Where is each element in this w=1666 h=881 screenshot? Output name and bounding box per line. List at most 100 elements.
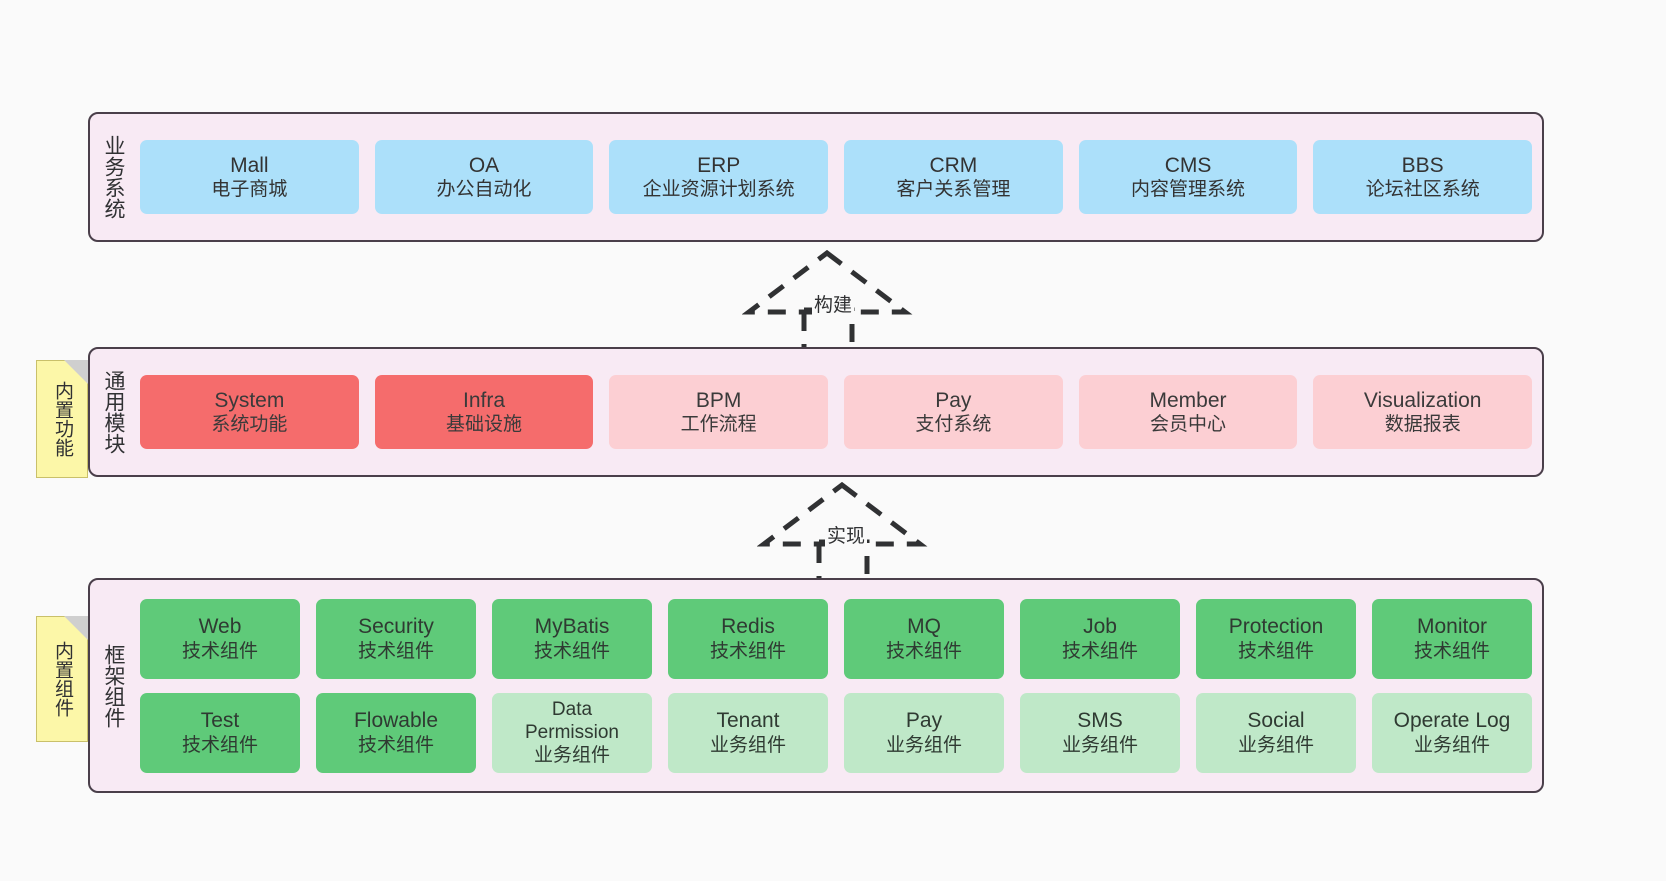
connector-implement-arrow (757, 482, 928, 582)
layer-body-common: System 系统功能 Infra 基础设施 BPM 工作流程 Pay 支付系统… (130, 357, 1533, 467)
generalization-triangle-icon (742, 250, 913, 315)
card-title: CMS (1164, 153, 1212, 177)
layer-title-common: 通用模块 (101, 370, 125, 454)
card-subtitle: 系统功能 (211, 414, 288, 436)
card-subtitle: 业务组件 (1237, 734, 1314, 756)
card-flowable[interactable]: Flowable 技术组件 (316, 692, 476, 773)
card-operate-log[interactable]: Operate Log 业务组件 (1372, 692, 1532, 773)
card-job[interactable]: Job 技术组件 (1020, 598, 1180, 679)
card-subtitle: 技术组件 (1061, 640, 1138, 662)
card-subtitle: 数据报表 (1384, 414, 1461, 436)
note-builtin-components[interactable]: 内置组件 (36, 616, 88, 742)
card-subtitle: 技术组件 (1413, 640, 1490, 662)
card-crm[interactable]: CRM 客户关系管理 (844, 140, 1063, 214)
card-pay-business[interactable]: Pay 业务组件 (844, 692, 1004, 773)
card-title: Data (551, 698, 593, 720)
card-subtitle: 技术组件 (357, 734, 434, 756)
card-tenant[interactable]: Tenant 业务组件 (668, 692, 828, 773)
card-pay[interactable]: Pay 支付系统 (844, 375, 1063, 449)
card-row: Mall 电子商城 OA 办公自动化 ERP 企业资源计划系统 CRM 客户关系… (140, 140, 1533, 214)
card-subtitle: 基础设施 (446, 414, 523, 436)
card-title: Monitor (1416, 615, 1488, 639)
card-title: System (214, 388, 285, 412)
card-infra[interactable]: Infra 基础设施 (374, 375, 594, 449)
card-title: Social (1247, 709, 1305, 733)
card-mybatis[interactable]: MyBatis 技术组件 (492, 598, 652, 679)
card-subtitle: 电子商城 (211, 179, 288, 201)
connector-shaft (816, 539, 870, 582)
card-subtitle: 业务组件 (885, 734, 962, 756)
card-subtitle: 业务组件 (709, 734, 786, 756)
layer-common-modules[interactable]: 通用模块 System 系统功能 Infra 基础设施 BPM 工作流程 Pay… (88, 347, 1544, 477)
connector-build-label: 构建 (812, 290, 855, 317)
card-row: System 系统功能 Infra 基础设施 BPM 工作流程 Pay 支付系统… (140, 375, 1533, 449)
layer-body-business: Mall 电子商城 OA 办公自动化 ERP 企业资源计划系统 CRM 客户关系… (130, 122, 1533, 232)
card-bbs[interactable]: BBS 论坛社区系统 (1313, 140, 1533, 214)
card-test[interactable]: Test 技术组件 (140, 692, 300, 773)
card-mq[interactable]: MQ 技术组件 (844, 598, 1004, 679)
card-title: Operate Log (1393, 709, 1511, 733)
card-title: OA (468, 153, 500, 177)
layer-title-business: 业务系统 (101, 135, 125, 219)
card-title: Pay (935, 388, 972, 412)
card-title: Test (200, 709, 240, 733)
card-system[interactable]: System 系统功能 (140, 375, 359, 449)
card-redis[interactable]: Redis 技术组件 (668, 598, 828, 679)
card-oa[interactable]: OA 办公自动化 (374, 140, 594, 214)
card-title: Member (1149, 388, 1227, 412)
connector-shaft (801, 307, 855, 350)
card-title: Infra (462, 388, 506, 412)
card-subtitle: 技术组件 (357, 640, 434, 662)
card-title: Flowable (353, 709, 439, 733)
card-subtitle: 技术组件 (885, 640, 962, 662)
card-title: BBS (1401, 153, 1444, 177)
card-subtitle: 业务组件 (533, 745, 610, 767)
card-subtitle: 业务组件 (1413, 734, 1490, 756)
card-subtitle: 技术组件 (533, 640, 610, 662)
card-subtitle: 技术组件 (1237, 640, 1314, 662)
card-title: Mall (230, 153, 269, 177)
generalization-triangle-icon (757, 482, 928, 547)
card-subtitle: 企业资源计划系统 (642, 179, 795, 201)
card-title: Visualization (1363, 388, 1482, 412)
connector-implement-label: 实现 (825, 521, 868, 548)
card-title: Job (1083, 615, 1117, 639)
card-title: BPM (695, 388, 742, 412)
card-title: MyBatis (534, 615, 610, 639)
card-security[interactable]: Security 技术组件 (316, 598, 476, 679)
card-title: Redis (721, 615, 775, 639)
card-cms[interactable]: CMS 内容管理系统 (1078, 140, 1298, 214)
card-protection[interactable]: Protection 技术组件 (1196, 598, 1356, 679)
note-text: 内置功能 (52, 381, 74, 457)
card-title: ERP (697, 153, 741, 177)
card-subtitle: 技术组件 (181, 734, 258, 756)
card-visualization[interactable]: Visualization 数据报表 (1313, 375, 1533, 449)
card-web[interactable]: Web 技术组件 (140, 598, 300, 679)
layer-framework-components[interactable]: 框架组件 Web 技术组件 Security 技术组件 MyBatis 技术组件… (88, 578, 1544, 793)
card-title: Pay (905, 709, 943, 733)
card-sms[interactable]: SMS 业务组件 (1020, 692, 1180, 773)
card-row: Web 技术组件 Security 技术组件 MyBatis 技术组件 Redi… (140, 598, 1532, 679)
card-member[interactable]: Member 会员中心 (1078, 375, 1298, 449)
card-title: Web (198, 615, 242, 639)
card-subtitle: 论坛社区系统 (1365, 179, 1480, 201)
note-builtin-functions[interactable]: 内置功能 (36, 360, 88, 478)
card-title: SMS (1077, 709, 1123, 733)
card-subtitle: 内容管理系统 (1131, 179, 1246, 201)
card-erp[interactable]: ERP 企业资源计划系统 (609, 140, 829, 214)
card-subtitle: 会员中心 (1150, 414, 1227, 436)
card-monitor[interactable]: Monitor 技术组件 (1372, 598, 1532, 679)
layer-business-systems[interactable]: 业务系统 Mall 电子商城 OA 办公自动化 ERP 企业资源计划系统 CRM… (88, 112, 1544, 242)
card-subtitle: 技术组件 (181, 640, 258, 662)
card-bpm[interactable]: BPM 工作流程 (609, 375, 829, 449)
card-subtitle: 工作流程 (680, 414, 757, 436)
card-social[interactable]: Social 业务组件 (1196, 692, 1356, 773)
card-mall[interactable]: Mall 电子商城 (140, 140, 359, 214)
card-subtitle: 支付系统 (915, 414, 992, 436)
card-title-line2: Permission (525, 721, 619, 743)
card-title: Security (358, 615, 434, 639)
card-data-permission[interactable]: Data Permission 业务组件 (492, 692, 652, 773)
card-subtitle: 技术组件 (709, 640, 786, 662)
card-subtitle: 客户关系管理 (896, 179, 1011, 201)
